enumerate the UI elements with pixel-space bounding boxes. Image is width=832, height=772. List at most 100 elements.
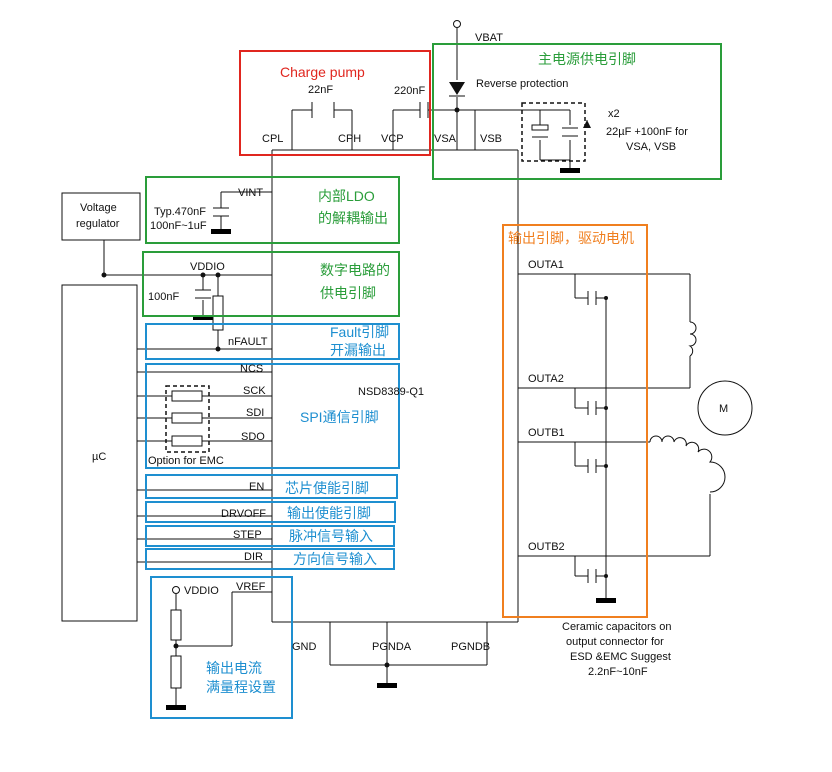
vddio-bottom-label: VDDIO [184, 585, 219, 597]
pin-outa1: OUTA1 [528, 259, 564, 271]
digital-cap-value: 100nF [148, 291, 179, 303]
supply-box [432, 43, 722, 180]
pin-cpl: CPL [262, 133, 283, 145]
motor-label: M [719, 403, 728, 415]
labels: Charge pump 22nF 220nF CPL CPH VCP VBAT … [76, 32, 728, 695]
output-box [502, 224, 648, 618]
ground-symbol [211, 229, 231, 234]
ldo-title-2: 的解耦输出 [318, 210, 388, 226]
pin-sdi: SDI [246, 407, 264, 419]
step-label: 脉冲信号输入 [289, 528, 373, 544]
pin-vcp: VCP [381, 133, 404, 145]
pin-vsb: VSB [480, 133, 502, 145]
vref-resistor-bottom [170, 655, 182, 689]
reverse-protection-label: Reverse protection [476, 78, 568, 90]
output-note-3: ESD &EMC Suggest [570, 651, 671, 663]
pin-ncs: NCS [240, 363, 263, 375]
vref-box [150, 576, 293, 719]
ground-symbol [560, 168, 580, 173]
supply-cap-group [521, 102, 586, 162]
fault-title-1: Fault引脚 [330, 324, 389, 340]
vref-title-1: 输出电流 [206, 660, 262, 676]
drvoff-box [145, 501, 396, 523]
vbat-label: VBAT [475, 32, 503, 44]
pin-outa2: OUTA2 [528, 373, 564, 385]
output-title: 输出引脚，驱动电机 [508, 230, 634, 246]
chip-name: NSD8389-Q1 [358, 386, 424, 398]
vbat-terminal [453, 20, 461, 28]
dir-box [145, 548, 395, 570]
ldo-cap-range: 100nF~1uF [150, 220, 207, 232]
pin-vref: VREF [236, 581, 266, 593]
vref-title-2: 满量程设置 [206, 679, 276, 695]
digital-supply-box [142, 251, 400, 317]
pin-drvoff: DRVOFF [221, 508, 266, 520]
digital-title-2: 供电引脚 [320, 285, 376, 301]
en-box [145, 474, 398, 499]
ldo-box [145, 176, 400, 244]
ldo-cap-typ: Typ.470nF [154, 206, 206, 218]
emc-resistor [171, 435, 203, 447]
components [61, 20, 753, 710]
uc-label: µC [92, 451, 106, 463]
reverse-protection-diode [449, 82, 465, 95]
pin-gnd: GND [292, 641, 317, 653]
spi-box [145, 363, 400, 469]
vcp-cap-value: 220nF [394, 85, 425, 97]
charge-pump-box [239, 50, 431, 156]
pin-sdo: SDO [241, 431, 265, 443]
output-note-4: 2.2nF~10nF [588, 666, 648, 678]
output-note-1: Ceramic capacitors on [562, 621, 671, 633]
motor [697, 380, 753, 436]
charge-pump-title: Charge pump [280, 64, 365, 80]
supply-note-1: 22µF +100nF for [606, 126, 688, 138]
emc-option-group [165, 385, 210, 453]
emc-resistor [171, 412, 203, 424]
arrow-up-icon [583, 120, 591, 128]
pin-outb2: OUTB2 [528, 541, 565, 553]
ground-symbol [596, 598, 616, 603]
vcp-capacitor [419, 102, 429, 118]
step-box [145, 525, 395, 547]
emc-resistor [171, 390, 203, 402]
pin-vsa: VSA [434, 133, 457, 145]
spi-title: SPI通信引脚 [300, 409, 379, 425]
ground-symbol [193, 315, 213, 320]
uc-box [61, 284, 138, 622]
emc-option-label: Option for EMC [148, 455, 224, 467]
pin-sck: SCK [243, 385, 266, 397]
vddio-rail-label: VDDIO [190, 261, 225, 273]
cap-multiplier: x2 [608, 108, 620, 120]
pullup-resistor [212, 295, 224, 331]
ceramic-capacitor [562, 127, 578, 137]
group-boxes [142, 43, 722, 719]
cp-cap-value: 22nF [308, 84, 333, 96]
output-note-2: output connector for [566, 636, 664, 648]
pin-step: STEP [233, 529, 262, 541]
coil-a [688, 321, 697, 357]
voltage-regulator-line2: regulator [76, 218, 120, 230]
cp-capacitor [311, 102, 335, 118]
vddio-terminal [172, 586, 180, 594]
digital-title-1: 数字电路的 [320, 262, 390, 278]
pin-pgnda: PGNDA [372, 641, 412, 653]
pin-cph: CPH [338, 133, 361, 145]
supply-note-2: VSA, VSB [626, 141, 676, 153]
output-capacitors [587, 291, 608, 583]
coil-b [649, 435, 726, 493]
drvoff-label: 输出使能引脚 [287, 505, 371, 521]
ground-symbol [377, 683, 397, 688]
vref-resistor-top [170, 609, 182, 641]
pin-en: EN [249, 481, 264, 493]
pin-nfault: nFAULT [228, 336, 268, 348]
ground-symbol [166, 705, 186, 710]
electrolytic-capacitor [531, 124, 549, 138]
voltage-regulator-line1: Voltage [80, 202, 117, 214]
voltage-regulator-box [61, 192, 141, 241]
en-label: 芯片使能引脚 [285, 480, 369, 496]
supply-title: 主电源供电引脚 [538, 51, 636, 67]
pin-pgndb: PGNDB [451, 641, 490, 653]
pin-dir: DIR [244, 551, 263, 563]
pin-outb1: OUTB1 [528, 427, 565, 439]
